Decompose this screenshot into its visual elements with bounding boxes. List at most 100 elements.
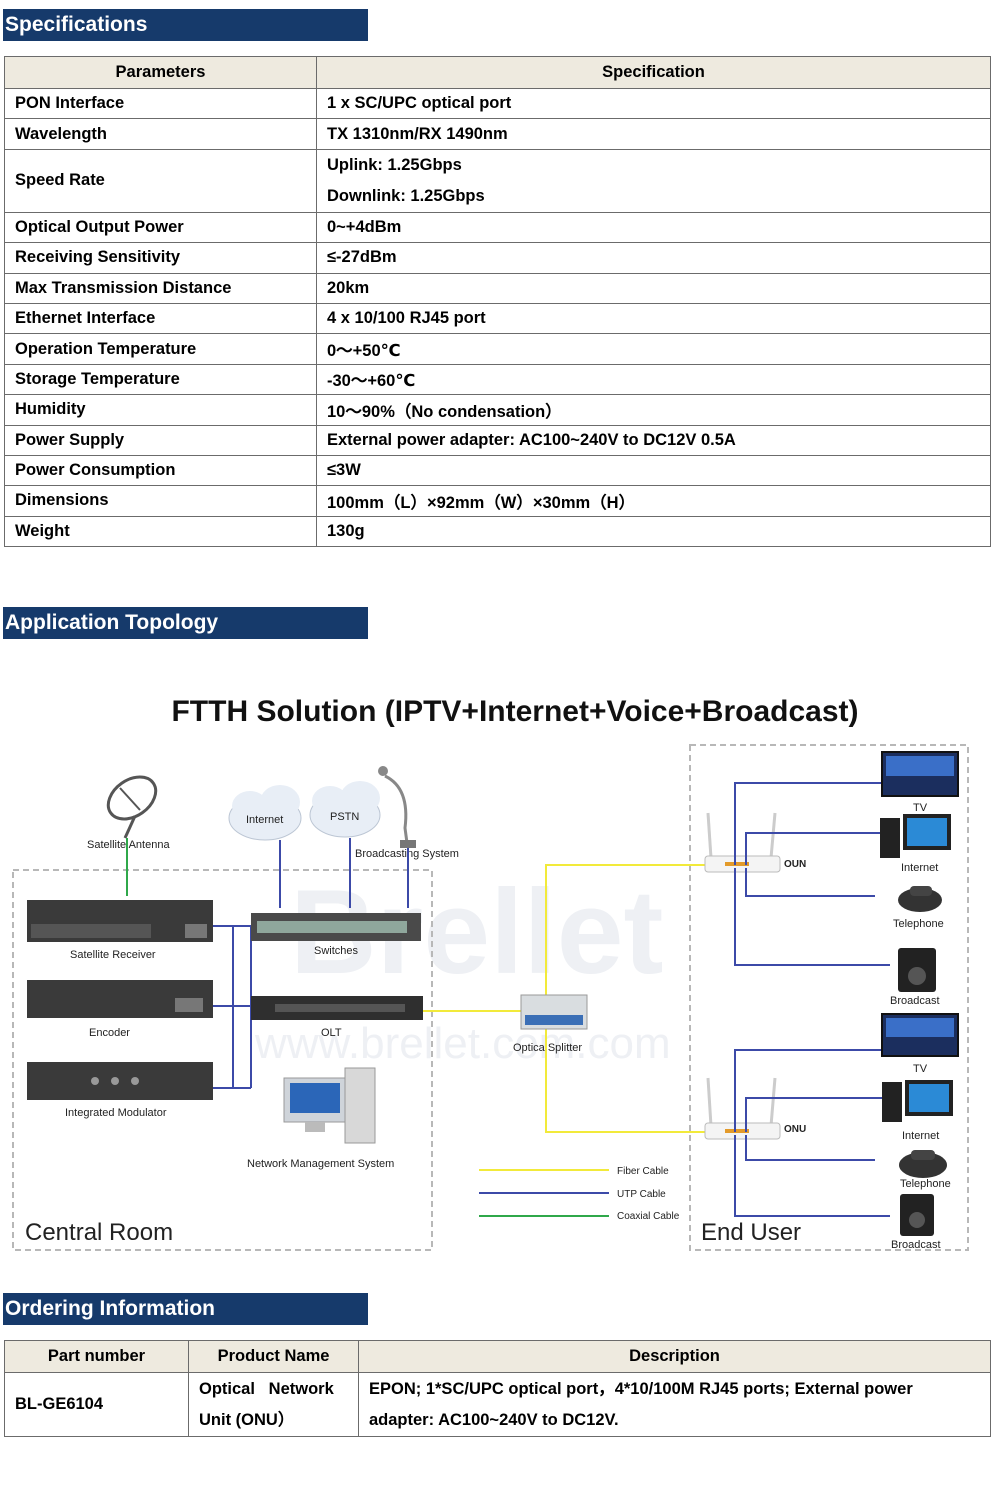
encoder-label: Encoder: [89, 1027, 130, 1039]
satellite-antenna-icon: [106, 775, 158, 839]
integrated-modulator-label: Integrated Modulator: [65, 1107, 167, 1119]
param-cell: PON Interface: [4, 87, 317, 120]
optical-splitter-label: Optica Splitter: [513, 1042, 582, 1054]
telephone-icon: [899, 1150, 947, 1178]
broadcast-label: Broadcast: [891, 1239, 941, 1251]
description-cell: EPON; 1*SC/UPC optical port，4*10/100M RJ…: [358, 1372, 991, 1437]
microphone-icon: [378, 766, 416, 848]
pstn-cloud-label: PSTN: [330, 811, 359, 823]
table-row: Storage Temperature-30～+60℃: [4, 363, 991, 396]
description-line: adapter: AC100~240V to DC12V.: [369, 1410, 619, 1429]
param-cell: Humidity: [4, 394, 317, 426]
nms-label: Network Management System: [247, 1158, 394, 1170]
legend-utp-label: UTP Cable: [617, 1189, 666, 1200]
end-user-label: End User: [701, 1219, 801, 1246]
oun-label: OUN: [784, 859, 806, 870]
param-cell: Power Supply: [4, 424, 317, 456]
value-cell: 0～+50℃: [316, 333, 991, 365]
value-cell: 4 x 10/100 RJ45 port: [316, 302, 991, 335]
param-cell: Speed Rate: [4, 148, 317, 213]
table-row: BL-GE6104 Optical Network Unit (ONU） EPO…: [4, 1372, 991, 1437]
telephone-icon: [898, 886, 942, 912]
pstn-cloud-icon: [309, 781, 381, 838]
encoder-icon: [27, 980, 213, 1018]
switches-label: Switches: [314, 945, 359, 957]
desktop-computer-icon: [880, 814, 951, 858]
broadcasting-system-label: Broadcasting System: [355, 848, 459, 860]
switches-icon: [251, 913, 421, 941]
param-cell: Ethernet Interface: [4, 302, 317, 335]
cable-legend: Fiber Cable UTP Cable Coaxial Cable: [479, 1166, 680, 1222]
value-cell: 20km: [316, 272, 991, 304]
param-cell: Wavelength: [4, 118, 317, 150]
param-cell: Operation Temperature: [4, 333, 317, 365]
value-cell: 1 x SC/UPC optical port: [316, 87, 991, 120]
satellite-receiver-icon: [27, 900, 213, 942]
tv-icon: [881, 1013, 959, 1057]
param-cell: Optical Output Power: [4, 211, 317, 244]
table-row: Receiving Sensitivity≤-27dBm: [4, 242, 991, 274]
table-row: Speed Rate Uplink: 1.25Gbps Downlink: 1.…: [4, 148, 991, 213]
computer-icon: [283, 1067, 376, 1144]
value-cell: 100mm（L）×92mm（W）×30mm（H）: [316, 485, 991, 517]
legend-fiber-label: Fiber Cable: [617, 1166, 669, 1177]
onu-label: ONU: [784, 1124, 806, 1135]
table-header-row: Parameters Specification: [4, 56, 991, 89]
ordering-heading: Ordering Information: [3, 1293, 368, 1325]
diagram-title: FTTH Solution (IPTV+Internet+Voice+Broad…: [171, 695, 858, 728]
broadcast-label: Broadcast: [890, 995, 940, 1007]
satellite-receiver-label: Satellite Receiver: [70, 949, 156, 961]
desktop-computer-icon: [882, 1080, 953, 1122]
internet-cloud-label: Internet: [246, 814, 283, 826]
specifications-heading: Specifications: [3, 9, 368, 41]
tv-label: TV: [913, 1063, 928, 1075]
value-cell: 10～90%（No condensation）: [316, 394, 991, 426]
value-cell: ≤3W: [316, 454, 991, 487]
value-cell: 0~+4dBm: [316, 211, 991, 244]
column-header-specification: Specification: [316, 56, 991, 89]
column-header-product-name: Product Name: [188, 1340, 359, 1373]
table-row: Power Consumption≤3W: [4, 454, 991, 487]
table-header-row: Part number Product Name Description: [4, 1340, 991, 1373]
central-room-label: Central Room: [25, 1219, 173, 1246]
value-cell: 130g: [316, 515, 991, 548]
value-cell: -30～+60℃: [316, 363, 991, 396]
param-cell: Power Consumption: [4, 454, 317, 487]
speaker-icon: [898, 948, 936, 992]
watermark-url: www.brellet.com.com: [254, 1019, 671, 1068]
internet-cloud-icon: [228, 785, 302, 841]
tv-icon: [881, 751, 959, 797]
downlink-value: Downlink: 1.25Gbps: [327, 186, 485, 205]
tv-label: TV: [913, 802, 928, 814]
param-cell: Storage Temperature: [4, 363, 317, 396]
satellite-antenna-label: Satellite Antenna: [87, 839, 170, 851]
param-cell: Weight: [4, 515, 317, 548]
telephone-label: Telephone: [900, 1178, 951, 1190]
optical-splitter-icon: [520, 994, 588, 1030]
param-cell: Max Transmission Distance: [4, 272, 317, 304]
end-user-box: [689, 744, 969, 1251]
internet-device-label: Internet: [901, 862, 938, 874]
description-line: EPON; 1*SC/UPC optical port，4*10/100M RJ…: [369, 1379, 913, 1398]
ftth-topology-diagram: Brellet www.brellet.com.com FTTH Solutio…: [5, 668, 977, 1258]
column-header-part-number: Part number: [4, 1340, 189, 1373]
param-cell: Receiving Sensitivity: [4, 242, 317, 274]
uplink-value: Uplink: 1.25Gbps: [327, 155, 462, 174]
value-cell: Uplink: 1.25Gbps Downlink: 1.25Gbps: [316, 148, 991, 213]
ordering-table: Part number Product Name Description BL-…: [4, 1340, 991, 1437]
internet-device-label: Internet: [902, 1130, 939, 1142]
product-name-line: Unit (ONU）: [199, 1410, 295, 1429]
onu-router-icon: [704, 1077, 781, 1140]
product-name-line: Optical Network: [199, 1379, 334, 1398]
value-cell: External power adapter: AC100~240V to DC…: [316, 424, 991, 456]
